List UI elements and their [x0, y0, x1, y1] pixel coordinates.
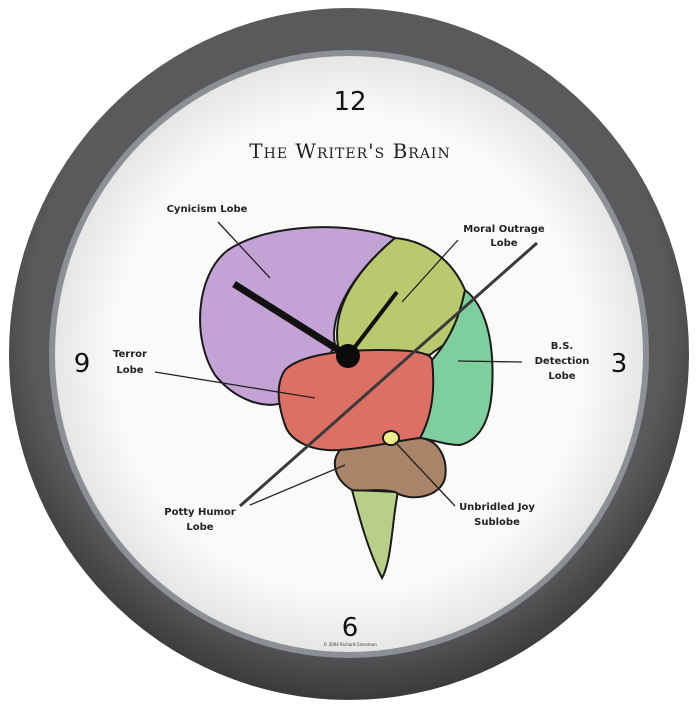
brain-illustration — [199, 226, 494, 581]
label-moral-outrage-line1: Moral Outrage — [463, 224, 545, 235]
label-cynicism-lobe: Cynicism Lobe — [167, 204, 248, 215]
brainstem — [350, 488, 400, 581]
copyright-text: © 2004 Richard Grossman — [323, 642, 377, 647]
label-bs-line2: Detection — [535, 356, 590, 367]
label-potty-humor-line1: Potty Humor — [164, 507, 236, 518]
minute-hand — [346, 290, 399, 358]
leader-lines — [154, 221, 523, 507]
cynicism-lobe — [199, 226, 397, 406]
hour-hand — [232, 281, 350, 359]
label-joy-line2: Sublobe — [474, 517, 520, 528]
hand-pivot — [336, 344, 360, 368]
clock-title: The Writer's Brain — [249, 139, 450, 163]
label-moral-outrage-line2: Lobe — [490, 238, 517, 249]
numeral-12: 12 — [333, 87, 366, 117]
unbridled-joy-sublobe — [382, 430, 400, 446]
label-terror-line2: Lobe — [116, 365, 143, 376]
label-joy-line1: Unbridled Joy — [459, 502, 535, 513]
label-potty-humor-line2: Lobe — [186, 522, 213, 533]
label-bs-line3: Lobe — [548, 371, 575, 382]
second-hand — [239, 241, 538, 508]
terror-lobe — [277, 348, 435, 452]
potty-humor-lobe — [333, 436, 447, 499]
numeral-6: 6 — [342, 613, 359, 643]
bs-detection-lobe — [418, 288, 494, 447]
numeral-9: 9 — [74, 349, 91, 379]
numeral-3: 3 — [611, 349, 628, 379]
label-bs-line1: B.S. — [551, 341, 573, 352]
clock-hands — [232, 241, 538, 508]
label-terror-line1: Terror — [113, 349, 147, 360]
